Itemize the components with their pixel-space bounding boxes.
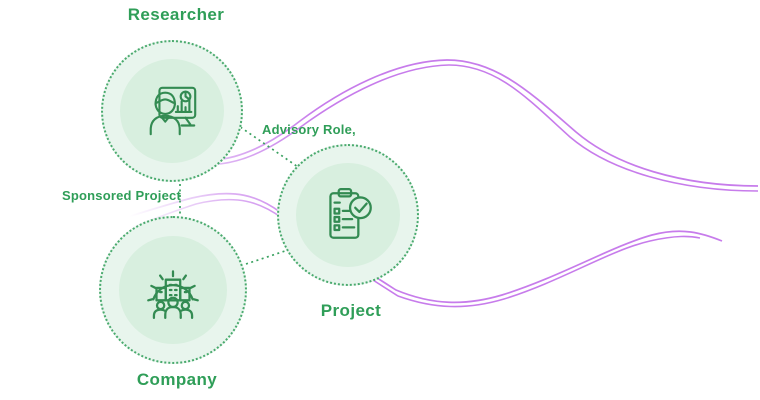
bottom-wave-line-1 xyxy=(7,192,723,304)
project-label: Project xyxy=(320,301,382,320)
edge-researcher-project xyxy=(235,123,299,168)
advisory-role-edge-label: Advisory Role, xyxy=(262,122,356,137)
project-checklist-icon xyxy=(329,188,372,239)
project-node-inner xyxy=(296,163,400,267)
researcher-label: Researcher xyxy=(127,5,225,24)
bottom-wave-line-2 xyxy=(35,198,701,308)
researcher-analytics-icon xyxy=(149,86,197,136)
company-node-inner xyxy=(119,236,227,344)
company-building-team-icon xyxy=(147,270,199,319)
edge-company-project xyxy=(245,249,289,265)
researcher-node-inner xyxy=(120,59,224,163)
sponsored-project-edge-label: Sponsored Project xyxy=(62,188,181,203)
company-node xyxy=(99,216,247,364)
project-node xyxy=(277,144,419,286)
company-label: Company xyxy=(136,370,218,389)
researcher-node xyxy=(101,40,243,182)
